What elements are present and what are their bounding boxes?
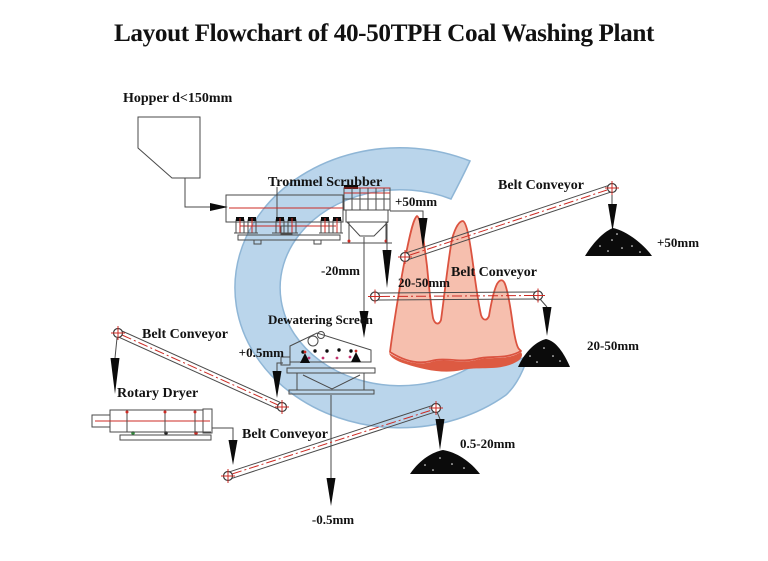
trommel-scrubber: [225, 187, 344, 245]
label-hopper: Hopper d<150mm: [123, 91, 233, 106]
flow-lines: [114, 193, 613, 478]
arrow-belt4-to-pile3: [435, 419, 445, 450]
trommel-screen-section: [342, 185, 392, 244]
label-pile-plus50: +50mm: [657, 235, 699, 250]
arrow-dryer-to-belt4: [228, 440, 238, 465]
label-belt-conveyor-3: Belt Conveyor: [142, 327, 228, 342]
label-belt-conveyor-2: Belt Conveyor: [451, 265, 537, 280]
label-stream-plus50: +50mm: [395, 194, 437, 209]
arrow-plus05-to-belt3: [272, 371, 282, 398]
watermark-crown: [389, 215, 522, 364]
label-belt-conveyor-4: Belt Conveyor: [242, 427, 328, 442]
arrow-plus50-to-belt1: [418, 218, 428, 249]
watermark-crown-shadow: [389, 352, 522, 372]
label-pile-0520: 0.5-20mm: [460, 436, 515, 451]
label-rotary-dryer: Rotary Dryer: [117, 386, 198, 401]
belt-conveyor-3: [111, 326, 289, 414]
label-stream-minus05: -0.5mm: [312, 512, 354, 527]
arrow-2050-to-belt2: [382, 250, 392, 288]
arrow-feed-to-trommel: [210, 203, 228, 211]
belt-conveyor-4: [221, 401, 443, 483]
dewatering-screen: [280, 331, 376, 395]
coal-pile-plus50: [585, 228, 652, 256]
hopper: [137, 116, 211, 208]
arrow-belt1-to-pile1: [608, 204, 617, 231]
flow-arrows: [110, 203, 617, 506]
arrow-belt3-to-dryer: [110, 358, 120, 394]
label-stream-minus20: -20mm: [321, 263, 360, 278]
arrow-minus05-out: [326, 478, 336, 506]
label-pile-2050: 20-50mm: [587, 338, 639, 353]
trommel-rollers: [234, 217, 343, 235]
page-title: Layout Flowchart of 40-50TPH Coal Washin…: [114, 20, 655, 47]
hopper-outlet-line: [184, 178, 211, 208]
label-dewatering-screen: Dewatering Screen: [268, 312, 374, 327]
label-trommel-scrubber: Trommel Scrubber: [268, 175, 382, 190]
label-stream-plus05: +0.5mm: [239, 345, 284, 360]
label-stream-2050: 20-50mm: [398, 275, 450, 290]
belt-conveyor-1: [398, 181, 619, 264]
coal-pile-2050: [518, 339, 570, 367]
arrow-belt2-to-pile2: [542, 307, 552, 336]
arrow-minus20-to-screen: [359, 311, 369, 338]
rotary-dryer: [91, 408, 213, 441]
label-belt-conveyor-1: Belt Conveyor: [498, 178, 584, 193]
belt-conveyor-2: [368, 288, 545, 304]
coal-pile-0520: [410, 450, 480, 474]
